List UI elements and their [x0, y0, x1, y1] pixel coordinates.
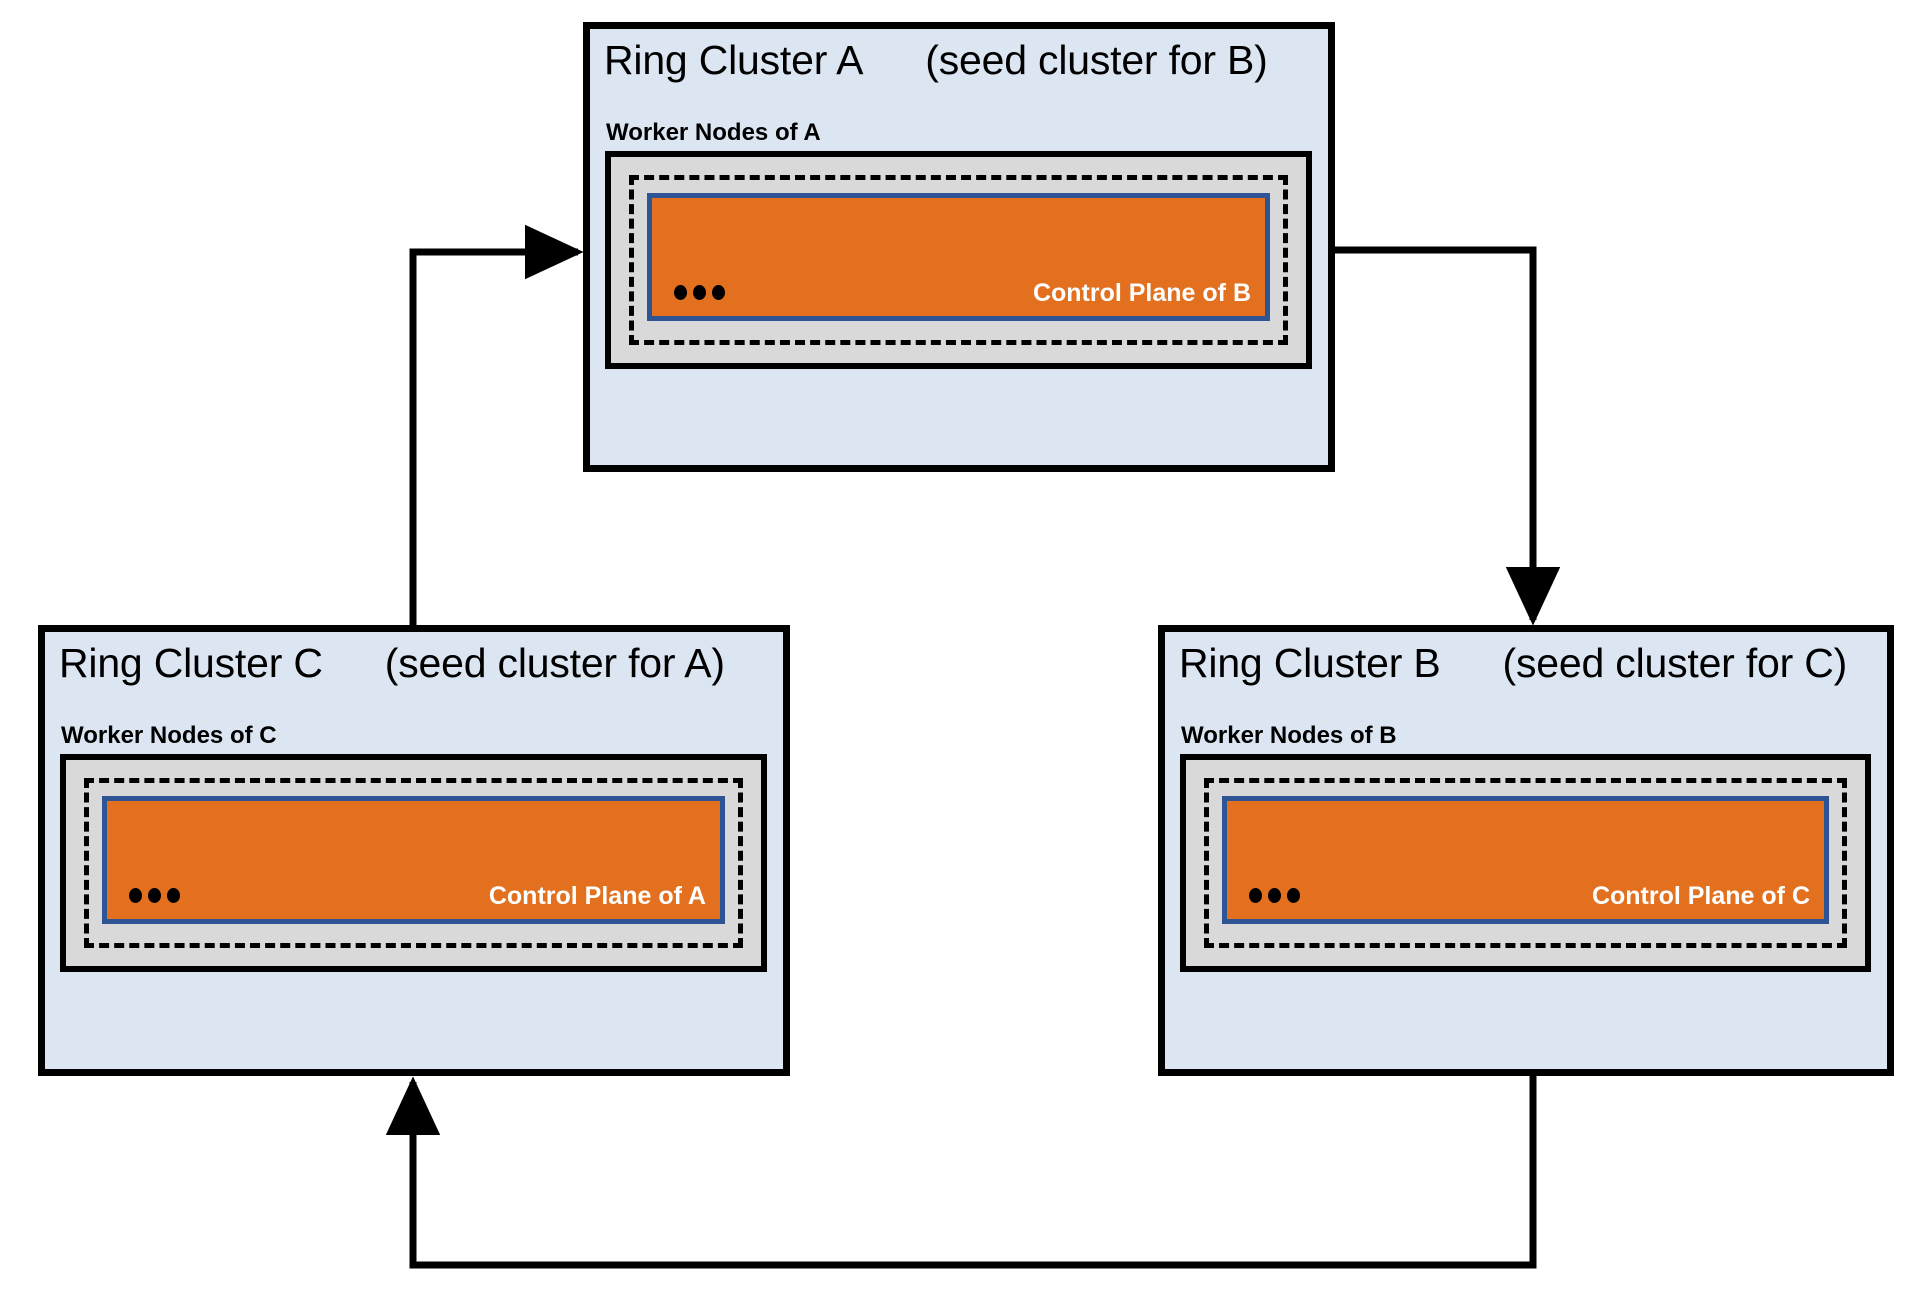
cluster-b-worker-label: Worker Nodes of B	[1181, 722, 1397, 749]
ring-cluster-a[interactable]: Ring Cluster A (seed cluster for B) Work…	[583, 22, 1335, 472]
arrow-c-to-a	[409, 224, 584, 625]
cluster-c-worker-nodes[interactable]: Control Plane of A	[60, 754, 767, 972]
arrow-a-to-b	[1335, 246, 1561, 626]
cluster-c-header: Ring Cluster C (seed cluster for A)	[59, 640, 725, 687]
cluster-c-ellipsis-icon	[129, 888, 180, 903]
cluster-b-ellipsis-icon	[1249, 888, 1300, 903]
cluster-b-title: Ring Cluster B	[1179, 640, 1441, 686]
cluster-c-subtitle: (seed cluster for A)	[384, 640, 725, 686]
cluster-b-worker-nodes[interactable]: Control Plane of C	[1180, 754, 1871, 972]
cluster-a-node-boundary	[629, 175, 1288, 345]
cluster-b-node-boundary	[1204, 778, 1847, 948]
cluster-a-title: Ring Cluster A	[604, 37, 864, 83]
ring-cluster-c[interactable]: Ring Cluster C (seed cluster for A) Work…	[38, 625, 790, 1076]
cluster-c-worker-label: Worker Nodes of C	[61, 722, 277, 749]
cluster-b-header: Ring Cluster B (seed cluster for C)	[1179, 640, 1847, 687]
cluster-c-control-plane-label: Control Plane of A	[488, 882, 706, 910]
cluster-b-subtitle: (seed cluster for C)	[1502, 640, 1848, 686]
cluster-a-control-plane-of-b[interactable]: Control Plane of B	[647, 193, 1270, 321]
cluster-a-control-plane-label: Control Plane of B	[1032, 279, 1251, 307]
cluster-a-worker-nodes[interactable]: Control Plane of B	[605, 151, 1312, 369]
cluster-a-header: Ring Cluster A (seed cluster for B)	[604, 37, 1268, 84]
ring-cluster-b[interactable]: Ring Cluster B (seed cluster for C) Work…	[1158, 625, 1894, 1076]
cluster-b-control-plane-of-c[interactable]: Control Plane of C	[1222, 796, 1829, 924]
cluster-c-node-boundary	[84, 778, 743, 948]
arrow-b-to-c	[385, 1076, 1537, 1269]
cluster-a-subtitle: (seed cluster for B)	[925, 37, 1268, 83]
cluster-c-title: Ring Cluster C	[59, 640, 323, 686]
cluster-a-worker-label: Worker Nodes of A	[606, 119, 821, 146]
cluster-c-control-plane-of-a[interactable]: Control Plane of A	[102, 796, 725, 924]
cluster-b-control-plane-label: Control Plane of C	[1591, 882, 1810, 910]
cluster-a-ellipsis-icon	[674, 285, 725, 300]
